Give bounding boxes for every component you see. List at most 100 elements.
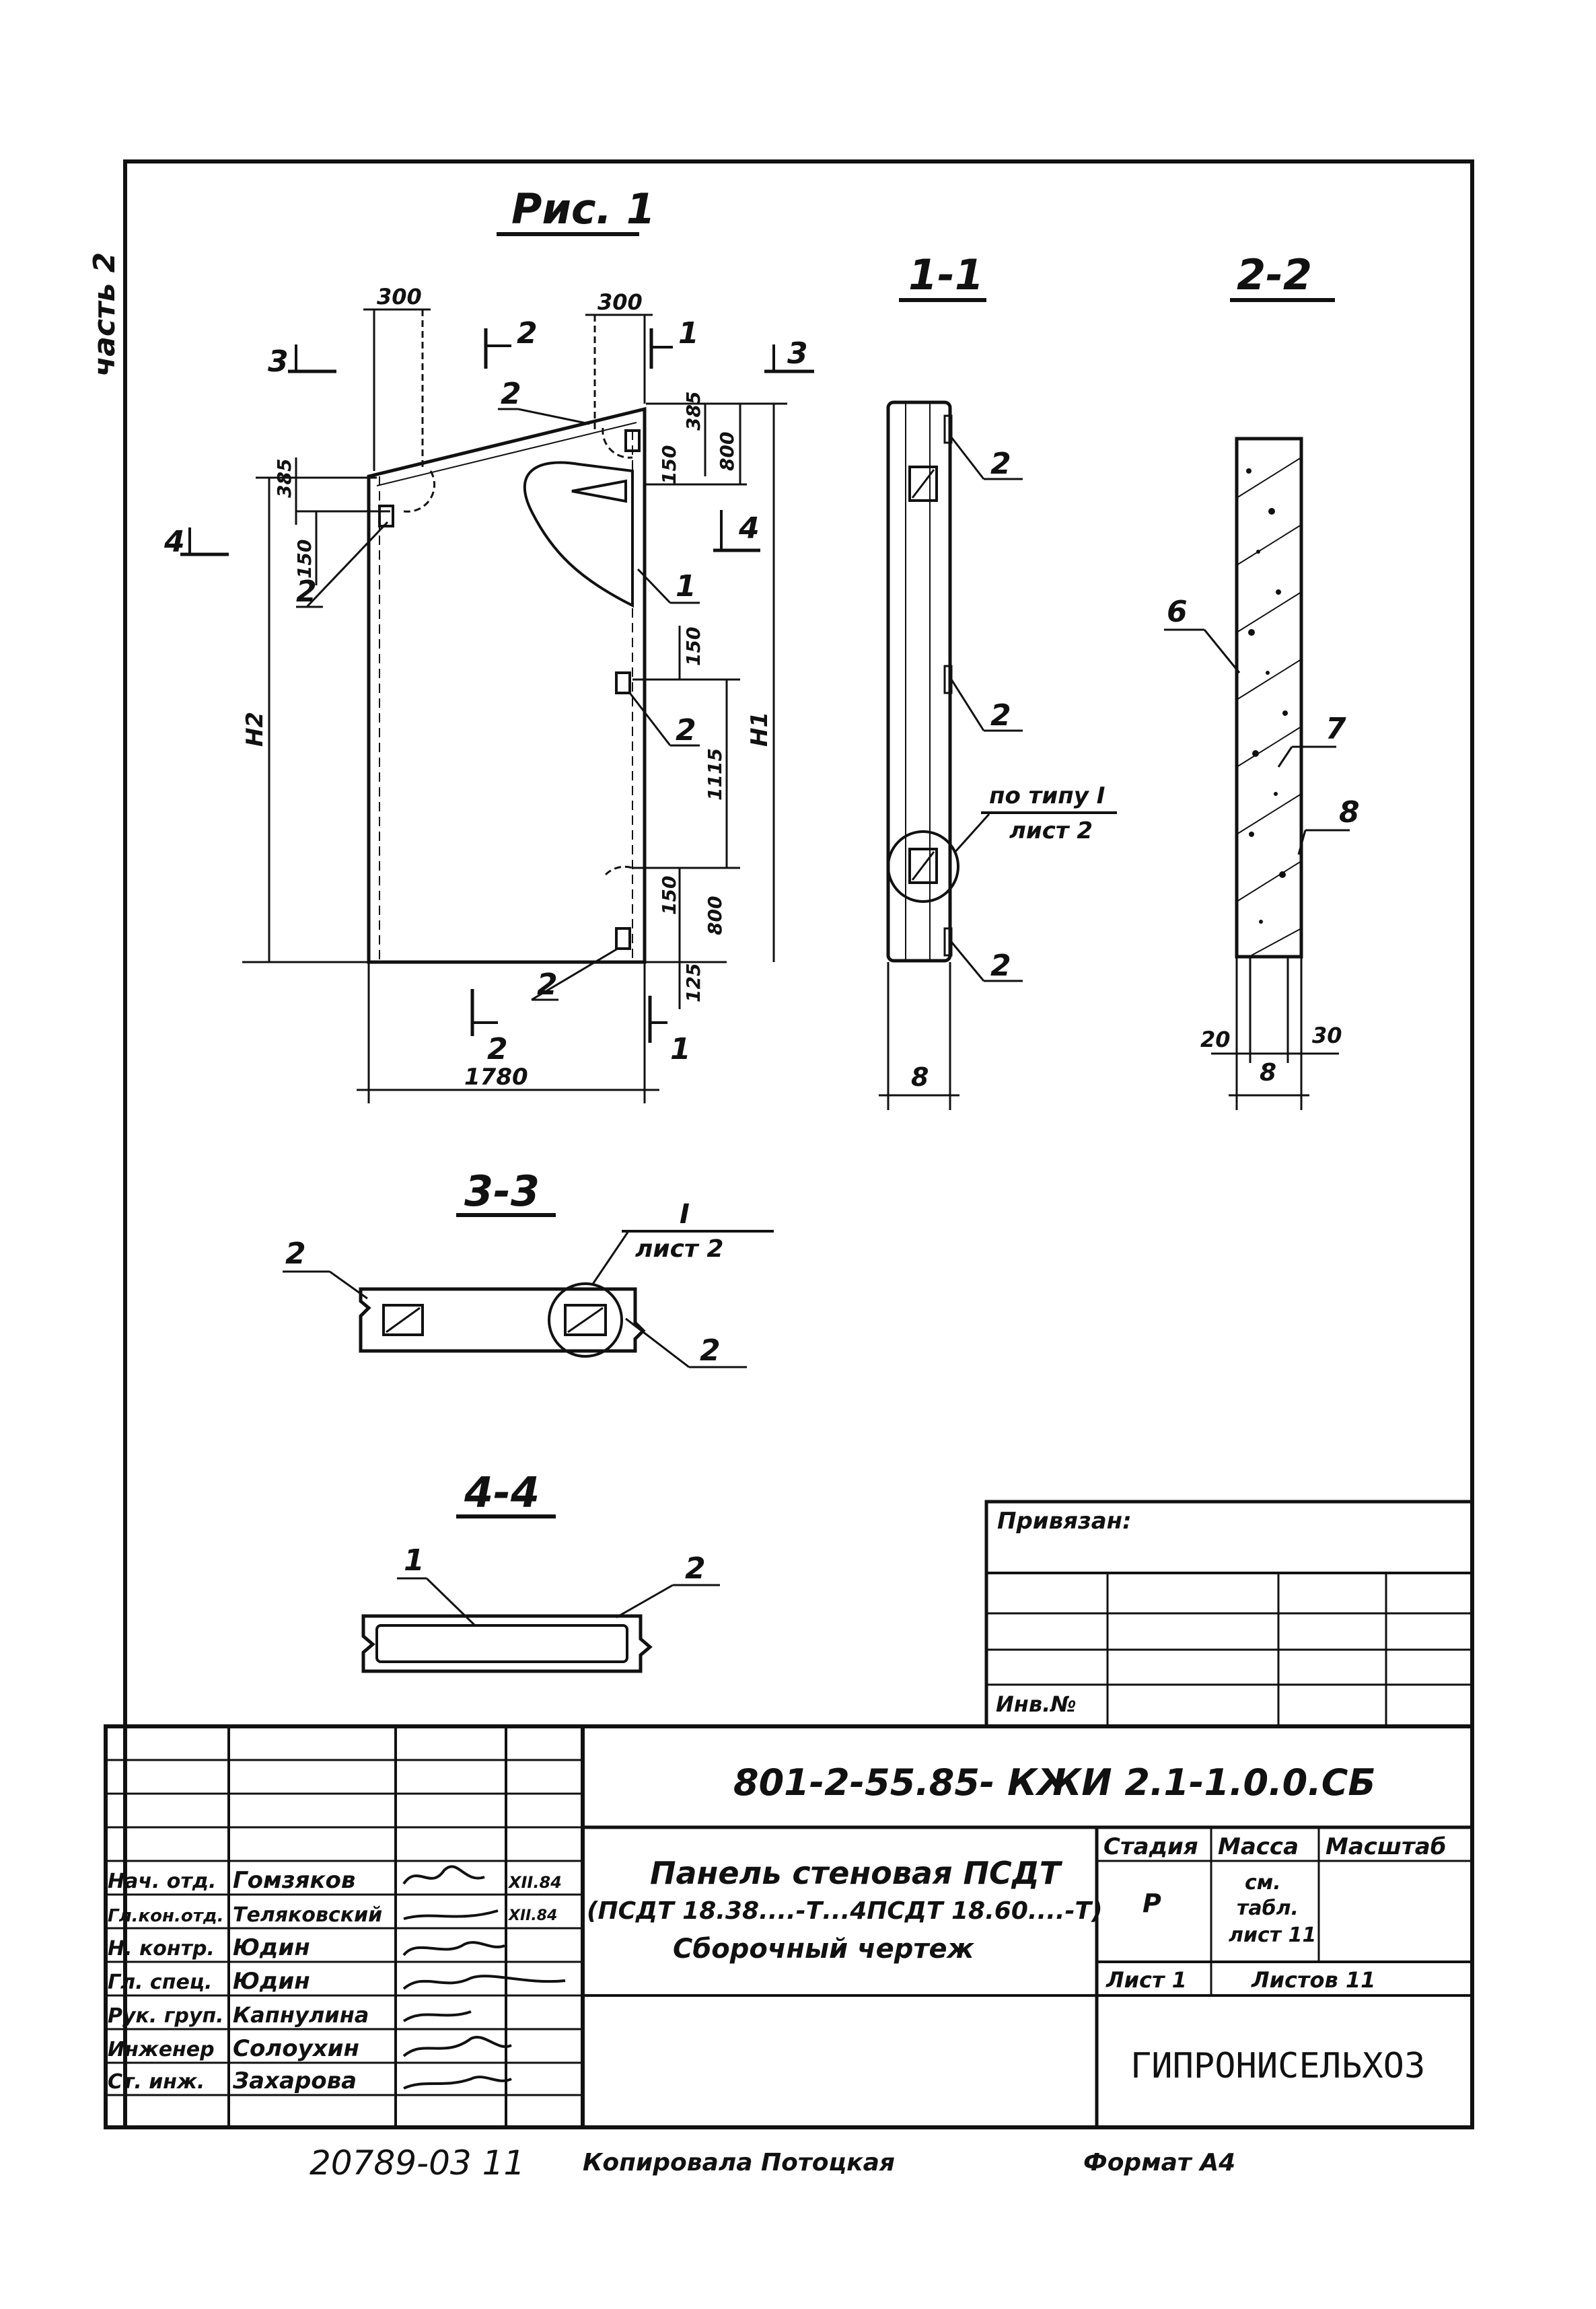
stage-header: Стадия [1103,1833,1198,1860]
dim-385-top: 385 [682,392,704,431]
sig-date: XII.84 [507,1873,562,1892]
panel-detail-blob [523,461,634,608]
svg-text:3: 3 [268,344,289,379]
sheet-frame [123,159,1474,2129]
embedded-item [615,671,631,694]
dim-800-top: 800 [716,432,738,471]
section-4-4-body [361,1614,653,1673]
dimension-lines [242,308,787,1103]
sig-date: XII.84 [507,1907,557,1924]
dim-800-bottom: 800 [704,896,726,935]
svg-text:7: 7 [1326,712,1346,746]
callout-3-3-left: 2 [283,1237,368,1300]
callout-4-4-2: 2 [616,1551,720,1619]
sig-name: Теляковский [233,1903,382,1927]
mass-value-line-2: табл. [1237,1897,1299,1920]
figure-title: Рис. 1 [511,184,655,233]
svg-text:1: 1 [678,316,699,351]
sig-role: Рук. груп. [108,2004,224,2028]
archive-number: 20789-03 11 [310,2143,525,2183]
sig-name: Юдин [233,1934,310,1961]
dim-150-top: 150 [658,445,680,484]
cut-marker-4-right: 4 [713,510,760,552]
callout-pos2-bottom: 2 [531,947,618,1002]
handwritten-signatures [402,1865,566,2090]
sig-role: Гл. спец. [108,1971,212,1994]
lifting-loop [403,470,436,513]
dim-385-left: 385 [273,459,295,498]
document-code: 801-2-55.85- КЖИ 2.1-1.0.0.СБ [733,1761,1376,1804]
dim-1-1-width: 8 [879,962,959,1110]
svg-text:2: 2 [990,949,1011,983]
dim-1115: 1115 [704,748,726,801]
mass-value-line-1: см. [1245,1871,1281,1895]
sheet-format: Формат А4 [1083,2149,1235,2176]
section-2-2-title: 2-2 [1237,250,1312,299]
hatching [1236,457,1302,956]
embedded-item [564,1304,607,1336]
section-1-1-body [886,400,952,963]
callout-pos1: 1 [637,568,700,604]
embedded-item [378,505,394,527]
section-4-4-title: 4-4 [464,1468,540,1517]
svg-text:2: 2 [501,377,521,411]
callout-pos2-left: 2 [296,521,389,609]
svg-text:2: 2 [990,447,1011,481]
sig-role: Гл.кон.отд. [108,1906,224,1926]
section-3-3: 3-3 2 2 I лист 2 [283,1167,774,1368]
section-1-1-title: 1-1 [908,250,984,299]
sig-name: Захарова [232,2067,357,2094]
svg-text:по типу I: по типу I [989,782,1105,809]
svg-text:1: 1 [404,1543,425,1578]
lifting-loop [604,865,633,876]
dim-2-2: 20 8 30 [1200,958,1342,1110]
cut-marker-2-top: 2 [484,316,538,369]
inventory-label: Инв.№ [996,1691,1077,1717]
stage-value: Р [1142,1889,1161,1918]
svg-text:2: 2 [990,698,1011,733]
sig-role: Ст. инж. [108,2070,205,2094]
signature-rows: Нач. отд. Гомзяков XII.84 Гл.кон.отд. Те… [108,1867,562,2094]
callout-3-3-right: 2 [625,1317,747,1368]
svg-text:лист 2: лист 2 [1009,817,1093,844]
callout-1-1-a: 2 [950,437,1023,481]
embedded-item [908,848,938,884]
mass-header: Масса [1218,1833,1299,1860]
dim-300-left: 300 [377,284,422,309]
dim-300-right: 300 [597,289,643,315]
svg-text:2: 2 [517,316,538,351]
dim-150-bottom: 150 [658,876,680,915]
sig-role: Нач. отд. [108,1870,216,1893]
sheet-number: Лист 1 [1105,1967,1187,1993]
svg-text:2: 2 [285,1237,306,1271]
main-panel-view: 300 300 385 800 150 385 150 150 1115 150… [164,284,814,1103]
sig-name: Капнулина [233,2002,369,2028]
svg-text:2: 2 [537,967,558,1002]
section-2-2: 2-2 6 7 [1164,250,1360,1110]
svg-text:лист 2: лист 2 [635,1235,723,1263]
svg-text:8: 8 [911,1062,929,1092]
section-3-3-title: 3-3 [464,1167,540,1216]
section-4-4: 4-4 1 2 [361,1468,720,1673]
cut-marker-1-top: 1 [649,316,699,369]
svg-text:4: 4 [164,525,185,559]
sig-name: Солоухин [233,2035,359,2062]
callout-pos2-mid: 2 [628,692,700,747]
cut-marker-3-right: 3 [764,336,814,373]
svg-text:3: 3 [787,336,808,371]
binding-label: Привязан: [997,1508,1132,1535]
svg-text:2: 2 [676,713,696,747]
title-name-line-2: (ПСДТ 18.38....-Т...4ПСДТ 18.60....-Т) [587,1897,1103,1925]
dim-150-left: 150 [293,540,316,579]
svg-text:1: 1 [676,569,696,603]
sig-name: Юдин [233,1968,310,1995]
callout-1-1-b: 2 [950,679,1023,733]
title-block: 801-2-55.85- КЖИ 2.1-1.0.0.СБ Панель сте… [104,1724,1474,2129]
svg-text:8: 8 [1260,1059,1276,1087]
mass-value-line-3: лист 11 [1229,1923,1316,1947]
callout-pos2-top: 2 [498,377,590,425]
svg-text:6: 6 [1167,595,1188,629]
svg-text:2: 2 [685,1551,706,1586]
svg-text:2: 2 [296,575,317,609]
